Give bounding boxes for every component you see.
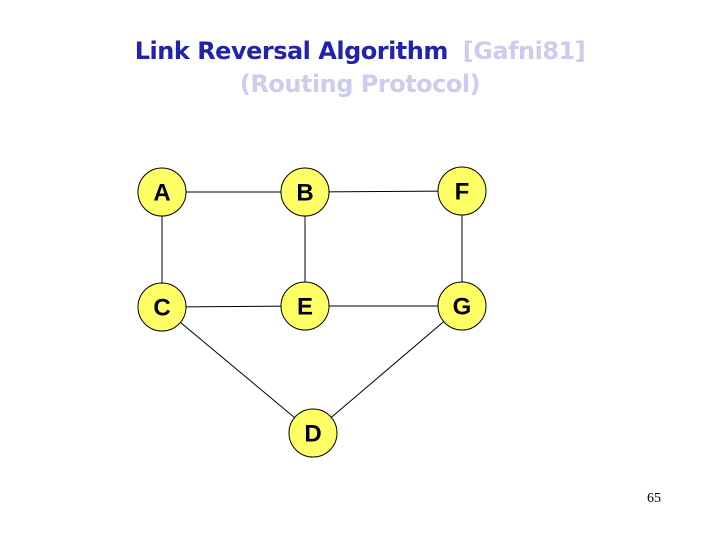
node-B: [280, 167, 330, 217]
edge-C-D: [161, 306, 314, 434]
node-label-B: B: [296, 180, 313, 207]
node-label-G: G: [453, 294, 472, 321]
node-label-F: F: [455, 179, 470, 206]
node-D: [288, 408, 338, 458]
node-label-E: E: [297, 294, 313, 321]
node-G: [437, 281, 487, 331]
node-label-D: D: [304, 421, 321, 448]
node-label-C: C: [153, 295, 170, 322]
slide-title: Link Reversal Algorithm [Gafni81]: [0, 37, 720, 65]
node-A: [137, 167, 187, 217]
page-number: 65: [647, 491, 661, 506]
node-E: [280, 281, 330, 331]
title-main-text: Link Reversal Algorithm: [134, 37, 449, 65]
slide-subtitle: (Routing Protocol): [239, 70, 481, 98]
node-label-A: A: [153, 180, 170, 207]
node-F: [437, 166, 487, 216]
node-C: [137, 282, 187, 332]
edge-B-F: [304, 190, 463, 193]
edge-G-D: [312, 305, 463, 434]
title-citation: [Gafni81]: [462, 37, 586, 65]
